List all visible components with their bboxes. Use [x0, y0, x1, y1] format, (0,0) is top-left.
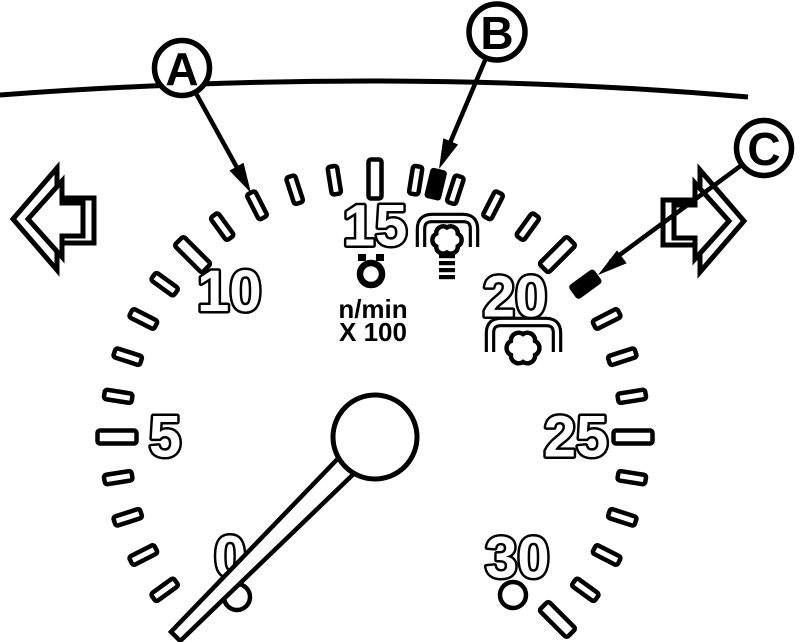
tick-minor-27: [605, 506, 639, 528]
tick-minor-9: [149, 270, 181, 298]
callout-C: C: [598, 117, 795, 275]
clamp-band-core: [418, 215, 477, 247]
rev-tab-right: [376, 254, 384, 261]
left-turn-arrow-icon: [9, 161, 97, 277]
callout-A: A: [151, 37, 251, 193]
callout-letter: B: [480, 7, 513, 59]
tick-minor-13: [284, 173, 306, 207]
tick-minor-19: [514, 211, 542, 243]
tick-major-20: [537, 234, 578, 275]
tick-minor-29: [569, 576, 601, 604]
tick-minor-3: [111, 506, 145, 528]
right-arrow-inner: [671, 176, 733, 266]
unit-label-line2: X 100: [339, 317, 407, 347]
tick-minor-4: [101, 468, 135, 487]
tick-minor-24: [615, 387, 649, 406]
tick-minor-28: [590, 543, 623, 568]
scale-label-5: 5: [149, 405, 181, 470]
rev-ring: [356, 259, 386, 289]
tick-minor-18: [481, 189, 506, 222]
tick-major-30: [537, 599, 578, 640]
scale-label-15: 15: [343, 194, 408, 259]
callout-letter: C: [747, 123, 780, 175]
screw-thread-stripe: [439, 275, 455, 280]
scale-label-25: 25: [544, 405, 609, 470]
callout-arrowhead: [598, 250, 627, 275]
tick-major-25: [611, 428, 655, 446]
tick-minor-16: [406, 163, 425, 197]
gear-shape: [430, 224, 464, 256]
callout-B: B: [439, 1, 528, 169]
tick-minor-6: [101, 387, 135, 406]
callout-leader-line: [608, 163, 743, 264]
tick-major-15: [366, 157, 384, 201]
callout-circle: [466, 1, 528, 63]
screw-thread-stripe: [439, 254, 455, 259]
tick-major-10: [172, 234, 213, 275]
scale-label-10: 10: [197, 259, 262, 324]
needle-hub: [330, 392, 420, 482]
unit-label-line1: n/min: [338, 294, 407, 324]
screw-thread-stripe: [439, 268, 455, 273]
needle-stop-pin-right: [497, 579, 529, 611]
callout-circle: [733, 117, 795, 179]
tick-minor-2: [127, 543, 160, 568]
callout-leader-line: [444, 57, 488, 151]
engine-speed-icon: [356, 254, 386, 289]
callout-leader-line: [193, 91, 242, 175]
callout-letter: A: [165, 43, 198, 95]
gear-clamp-icon: [484, 316, 563, 366]
tick-major-5: [95, 428, 139, 446]
cluster-top-edge-line: [0, 78, 749, 100]
tick-marker-16.5: [424, 167, 447, 201]
tick-minor-23: [605, 346, 639, 368]
tick-minor-12: [244, 189, 269, 222]
tick-minor-17: [444, 173, 466, 207]
clamp-band-core: [487, 319, 560, 352]
gear-clamp-screw-icon: [415, 212, 480, 280]
screw-thread-stripe: [439, 261, 455, 266]
tick-minor-11: [208, 211, 236, 243]
tick-minor-26: [615, 468, 649, 487]
tick-marker-21: [569, 269, 602, 299]
tick-minor-1: [149, 576, 181, 604]
left-arrow-inner: [24, 174, 86, 264]
tick-minor-8: [127, 306, 160, 331]
callout-circle: [151, 37, 213, 99]
tick-minor-7: [111, 346, 145, 368]
rev-tab-left: [358, 254, 366, 261]
tick-minor-22: [590, 306, 623, 331]
callout-arrowhead: [439, 138, 459, 169]
tick-minor-14: [325, 163, 344, 197]
gear-shape: [504, 330, 542, 366]
callout-arrowhead: [229, 162, 251, 193]
